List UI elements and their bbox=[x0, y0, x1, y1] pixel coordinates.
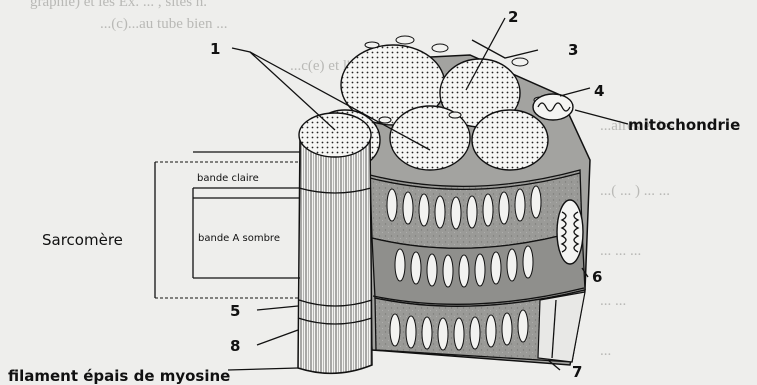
bg-line: ... ... ... bbox=[600, 243, 641, 259]
label-7: 7 bbox=[572, 363, 582, 381]
bg-line: ... bbox=[600, 343, 611, 359]
label-6: 6 bbox=[592, 268, 602, 286]
bg-top-line: graphie) et les Ex. ... , sites n. bbox=[30, 0, 207, 10]
label-filament-myosine: filament épais de myosine bbox=[8, 367, 230, 385]
label-sarcomere: Sarcomère bbox=[42, 231, 123, 249]
label-4: 4 bbox=[594, 82, 604, 100]
label-3: 3 bbox=[568, 41, 578, 59]
label-2: 2 bbox=[508, 8, 518, 26]
label-5: 5 bbox=[230, 302, 240, 320]
bg-line: ... ... bbox=[600, 293, 626, 309]
bg-line: ...( ... ) ... ... bbox=[600, 183, 670, 199]
label-1: 1 bbox=[210, 40, 220, 58]
label-bande-a-sombre: bande A sombre bbox=[198, 233, 280, 244]
label-8: 8 bbox=[230, 337, 240, 355]
label-bande-claire: bande claire bbox=[197, 173, 259, 184]
bg-line: ...(c)...au tube bien ... bbox=[100, 16, 227, 32]
label-mitochondrie: mitochondrie bbox=[628, 116, 740, 134]
striated-fiber bbox=[298, 113, 372, 373]
